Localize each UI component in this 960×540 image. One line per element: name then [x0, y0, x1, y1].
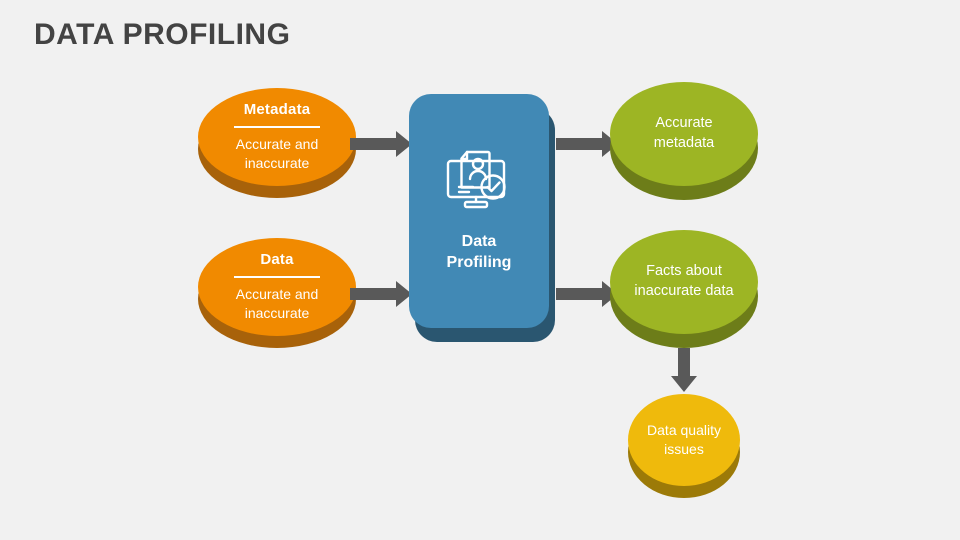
process-label-line1: Data: [461, 233, 497, 251]
node-data-face: Data Accurate and inaccurate: [198, 238, 356, 336]
node-data[interactable]: Data Accurate and inaccurate: [198, 238, 356, 348]
output-label-line2: metadata: [653, 135, 715, 151]
node-accurate-metadata[interactable]: Accurate metadata: [610, 82, 758, 200]
arrow-shaft: [350, 138, 396, 150]
output-label-line2: issues: [664, 441, 704, 457]
arrow-head: [396, 281, 412, 307]
node-data-quality-issues[interactable]: Data quality issues: [628, 394, 740, 498]
node-facts-label: Facts about inaccurate data: [626, 262, 741, 301]
node-data-profiling-face: Data Profiling: [409, 94, 549, 328]
output-label-line1: Data quality: [647, 422, 721, 439]
node-data-quality-issues-label: Data quality issues: [641, 421, 727, 459]
node-accurate-metadata-face: Accurate metadata: [610, 82, 758, 186]
node-metadata[interactable]: Metadata Accurate and inaccurate: [198, 88, 356, 198]
arrow-shaft: [350, 288, 396, 300]
arrow-shaft: [556, 138, 602, 150]
arrow-shaft: [678, 348, 690, 376]
process-label-line2: Profiling: [446, 253, 512, 271]
monitor-profile-check-icon: [445, 149, 513, 216]
output-label-line1: Accurate: [655, 115, 713, 132]
node-metadata-face: Metadata Accurate and inaccurate: [198, 88, 356, 186]
node-metadata-title: Metadata: [243, 101, 311, 119]
node-facts-about-inaccurate-data[interactable]: Facts about inaccurate data: [610, 230, 758, 348]
node-data-title: Data: [260, 251, 294, 269]
arrow-metadata-to-process: [350, 131, 412, 157]
node-metadata-subtitle: Accurate and inaccurate: [235, 135, 319, 171]
arrow-head: [396, 131, 412, 157]
arrow-head: [671, 376, 697, 392]
arrow-data-to-process: [350, 281, 412, 307]
node-data-profiling-label: Data Profiling: [447, 232, 512, 273]
arrow-shaft: [556, 288, 602, 300]
node-accurate-metadata-label: Accurate metadata: [636, 114, 732, 153]
arrow-process-to-facts: [556, 281, 618, 307]
page-title: DATA PROFILING: [34, 18, 291, 51]
arrow-process-to-accurate-metadata: [556, 131, 618, 157]
node-data-subtitle: Accurate and inaccurate: [235, 285, 319, 321]
node-facts-face: Facts about inaccurate data: [610, 230, 758, 334]
arrow-facts-to-data-quality-issues: [671, 348, 697, 392]
node-metadata-divider: [234, 126, 320, 128]
node-data-divider: [234, 276, 320, 278]
output-label-line1: Facts about: [646, 263, 722, 280]
output-label-line2: inaccurate data: [634, 283, 734, 299]
node-data-quality-issues-face: Data quality issues: [628, 394, 740, 486]
